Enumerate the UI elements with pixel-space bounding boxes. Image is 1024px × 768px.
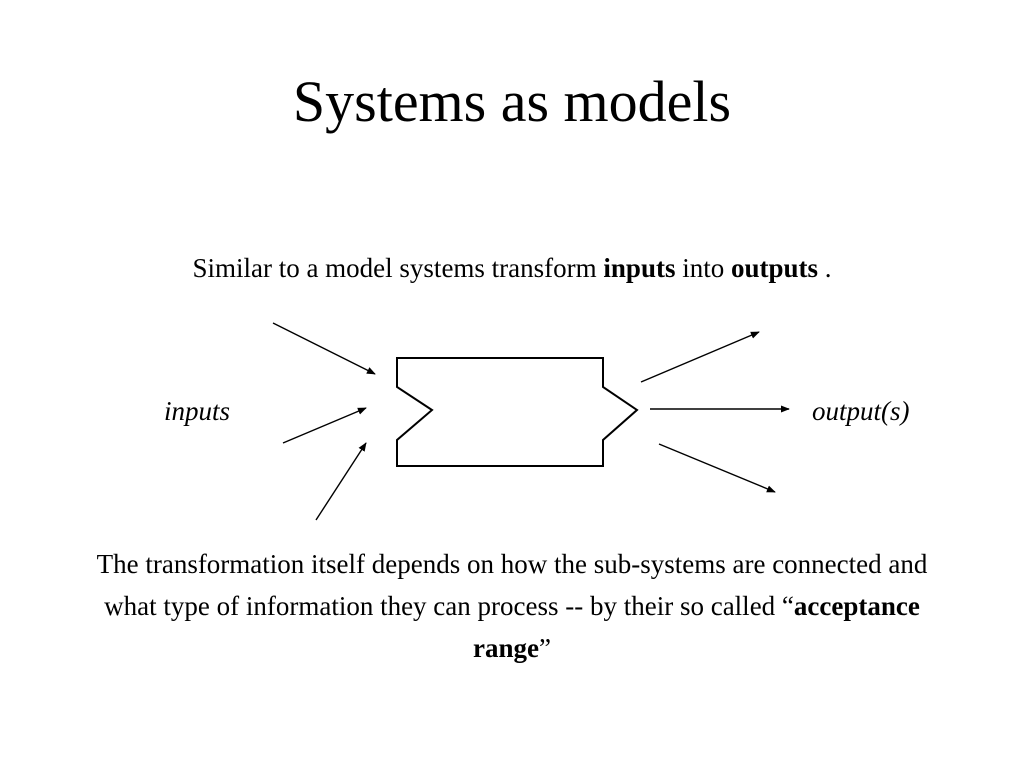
output-arrow-3 (658, 443, 776, 493)
outputs-label: output(s) (812, 396, 910, 426)
body-paragraph: The transformation itself depends on how… (92, 543, 932, 669)
input-arrow-2 (282, 407, 367, 444)
body-term-acceptance-range: acceptance range (473, 591, 920, 663)
intro-term-inputs: inputs (603, 253, 676, 283)
body-prefix: The transformation itself depends on how… (96, 549, 928, 621)
body-suffix: ” (539, 633, 551, 663)
system-diagram (272, 322, 790, 521)
system-box (396, 357, 639, 467)
input-arrow-3 (315, 442, 367, 521)
input-arrow-1 (272, 322, 376, 375)
output-arrow-1 (640, 331, 760, 383)
intro-suffix: . (818, 253, 832, 283)
inputs-label: inputs (164, 396, 231, 426)
slide-title: Systems as models (292, 69, 732, 134)
intro-prefix: Similar to a model systems transform (192, 253, 604, 283)
intro-term-outputs: outputs (730, 253, 819, 283)
intro-middle: into (675, 253, 731, 283)
intro-sentence: Similar to a model systems transform inp… (0, 250, 1024, 286)
